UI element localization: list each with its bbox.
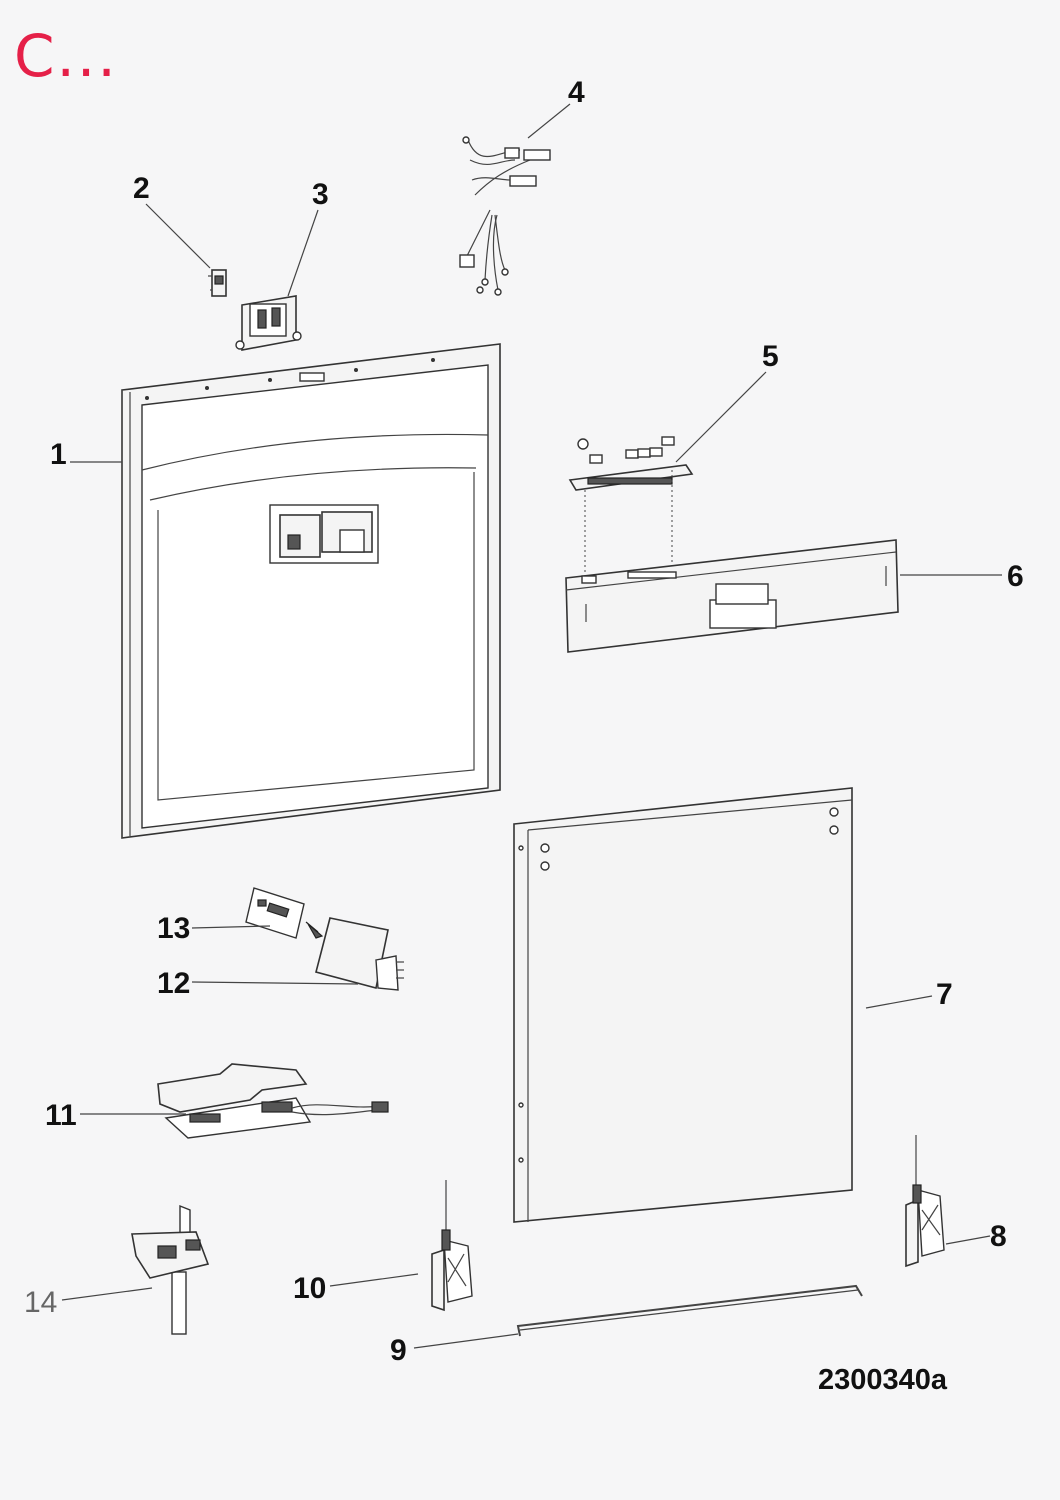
part-8-right-hinge[interactable]: [905, 1135, 945, 1268]
callout-7: 7: [936, 978, 953, 1011]
callout-4: 4: [568, 76, 585, 109]
callout-11: 11: [45, 1099, 77, 1132]
part-9-rod[interactable]: [516, 1284, 863, 1337]
part-1-inner-door[interactable]: [121, 343, 501, 839]
callouts: 1 2 3 4 5 6 7 8 9 10 11 12 13 14: [24, 76, 1024, 1367]
callout-13: 13: [157, 912, 190, 945]
callout-2: 2: [133, 172, 150, 205]
diagram-code: 2300340a: [818, 1364, 948, 1396]
callout-12: 12: [157, 967, 190, 1000]
callout-14: 14: [24, 1286, 57, 1319]
part-3-door-lock[interactable]: [235, 295, 302, 351]
part-5-control-keys[interactable]: [568, 436, 694, 580]
part-7-outer-door[interactable]: [513, 787, 853, 1223]
part-6-control-panel[interactable]: [565, 539, 899, 653]
part-14-pressure-switch[interactable]: [131, 1204, 210, 1335]
callout-6: 6: [1007, 560, 1024, 593]
leader-lines: [61, 103, 1002, 1349]
callout-5: 5: [762, 340, 779, 373]
page-title: C...: [14, 22, 118, 90]
callout-1: 1: [50, 438, 67, 471]
callout-3: 3: [312, 178, 329, 211]
part-4-wiring-harness[interactable]: [459, 136, 551, 296]
callout-9: 9: [390, 1334, 407, 1367]
callout-8: 8: [990, 1220, 1007, 1253]
callout-10: 10: [293, 1272, 326, 1305]
part-10-left-hinge[interactable]: [431, 1180, 473, 1312]
part-12-module[interactable]: [315, 917, 404, 991]
part-2-switch[interactable]: [208, 269, 227, 297]
part-11-electronic-board[interactable]: [157, 1063, 389, 1139]
part-13-label[interactable]: [245, 887, 324, 939]
